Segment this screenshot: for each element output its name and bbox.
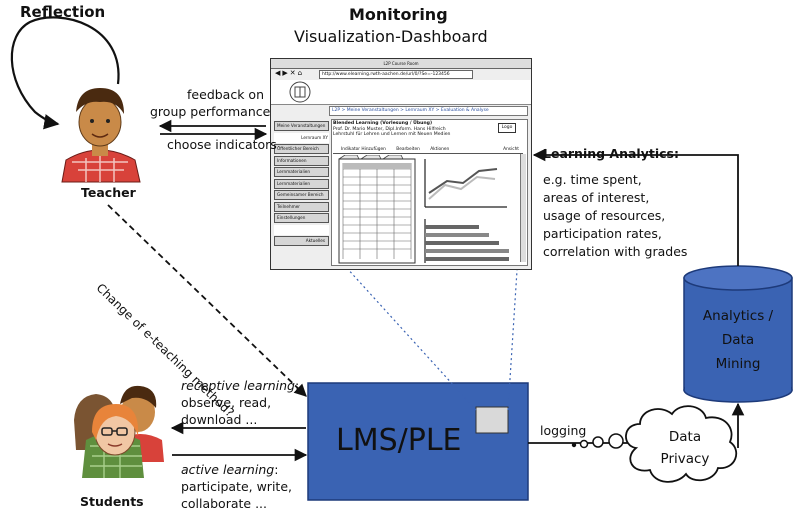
- data-privacy-cloud: [625, 405, 738, 483]
- feedback-line-1: feedback on: [187, 87, 264, 102]
- mockup-scrollbar: [520, 154, 526, 262]
- feedback-line-2: group performance: [150, 104, 271, 119]
- projection-line-right: [507, 254, 519, 411]
- logging-dot-1: [571, 442, 577, 448]
- learning-analytics-item: participation rates,: [543, 226, 662, 241]
- logging-dot-4: [608, 433, 624, 449]
- receptive-learning-line-1: observe, read,: [181, 395, 272, 410]
- database-line-3: Mining: [715, 356, 761, 372]
- students-figure: [74, 385, 164, 478]
- mockup-logo: Logo: [498, 123, 516, 133]
- logging-label: logging: [540, 423, 587, 438]
- dashboard-heading: Visualization-Dashboard: [294, 27, 488, 46]
- mockup-sidebar-item: Teilnehmer: [274, 201, 329, 212]
- mockup-sidebar-item: Lernraum XY: [274, 132, 329, 143]
- mockup-sidebar-item: Lernmaterialien: [274, 178, 329, 189]
- mockup-sidebar-item: Öffentlicher Bereich: [274, 144, 329, 154]
- mockup-title-bar: L2P Course Room: [271, 59, 531, 69]
- learning-analytics-title: Learning Analytics:: [543, 146, 679, 161]
- mockup-url-bar: http://www.elearning.rwth-aachen.de/url/…: [319, 70, 473, 79]
- logging-dot-2: [579, 439, 589, 449]
- mockup-course-staff: Prof. Dr. Mario Muster, Dipl.Inform. Han…: [333, 126, 446, 132]
- reflection-heading: Reflection: [20, 3, 106, 21]
- privacy-line-2: Privacy: [660, 451, 710, 467]
- database-line-2: Data: [721, 332, 755, 348]
- lms-ple-box: [307, 382, 529, 501]
- learning-analytics-item: usage of resources,: [543, 208, 666, 223]
- mockup-tabs: Indikator Hinzufügen Bearbeiten Aktionen…: [333, 146, 523, 154]
- privacy-line-1: Data: [668, 429, 702, 445]
- active-learning-line-2: collaborate ...: [181, 496, 267, 511]
- lms-widget: [475, 406, 509, 434]
- mockup-tab: Indikator Hinzufügen: [341, 147, 386, 152]
- teacher-label: Teacher: [81, 185, 136, 200]
- mockup-breadcrumb: L2P > Meine Veranstaltungen > Lernraum X…: [329, 106, 528, 116]
- receptive-learning-line-2: download ...: [181, 412, 258, 427]
- teacher-figure: [61, 88, 141, 183]
- logging-dot-3: [592, 436, 604, 448]
- lms-ple-label: LMS/PLE: [336, 423, 462, 458]
- learning-analytics-item: e.g. time spent,: [543, 172, 642, 187]
- students-label: Students: [80, 494, 144, 509]
- mockup-sidebar-item: Einstellungen: [274, 213, 329, 223]
- mockup-sidebar-icons: [274, 224, 329, 235]
- mockup-sidebar-item: Informationen: [274, 155, 329, 166]
- feedback-label: feedback on: [172, 87, 264, 103]
- mockup-course-chair: Lehrstuhl für Lehren und Lernen mit Neue…: [333, 132, 451, 137]
- active-learning-text: active learning:: [181, 462, 279, 477]
- choose-indicators-label: choose indicators: [167, 137, 277, 152]
- change-method-arrow: [107, 204, 307, 397]
- mockup-tab: Ansicht: [503, 147, 519, 152]
- university-logo-icon: [289, 81, 311, 103]
- mockup-course-title: Blended Learning (Vorlesung / Übung) Pro…: [333, 121, 450, 138]
- learning-analytics-arrow: [532, 148, 739, 266]
- dashboard-mockup: L2P Course Room ◀▶✕⌂ http://www.elearnin…: [270, 58, 532, 270]
- mockup-tab: Aktionen: [430, 147, 450, 152]
- mockup-header: [271, 80, 531, 105]
- mockup-sidebar-item: Aktuelles: [274, 236, 329, 246]
- mockup-sidebar-item: Lernmaterialien: [274, 167, 329, 177]
- learning-analytics-item: correlation with grades: [543, 244, 688, 259]
- monitoring-heading: Monitoring: [349, 5, 448, 24]
- active-learning-title: active learning: [181, 462, 275, 477]
- analytics-database: [683, 265, 793, 403]
- reflection-loop-arrow: [10, 16, 120, 130]
- receptive-learning-text: receptive learning:: [181, 378, 300, 393]
- mockup-nav-icons: ◀▶✕⌂: [275, 69, 305, 77]
- mockup-sidebar: Meine Veranstaltungen Lernraum XY Öffent…: [274, 121, 329, 248]
- active-learning-line-1: participate, write,: [181, 479, 292, 494]
- receptive-learning-title: receptive learning: [181, 378, 295, 393]
- database-line-1: Analytics /: [702, 308, 774, 324]
- learning-analytics-item: areas of interest,: [543, 190, 650, 205]
- mockup-course-name: Blended Learning (Vorlesung / Übung): [333, 121, 433, 126]
- mockup-sidebar-item: Meine Veranstaltungen: [274, 121, 329, 131]
- mockup-widgets: [338, 155, 509, 264]
- mockup-sidebar-item: Gemeinsamer Bereich: [274, 190, 329, 200]
- mockup-tab: Bearbeiten: [396, 147, 420, 152]
